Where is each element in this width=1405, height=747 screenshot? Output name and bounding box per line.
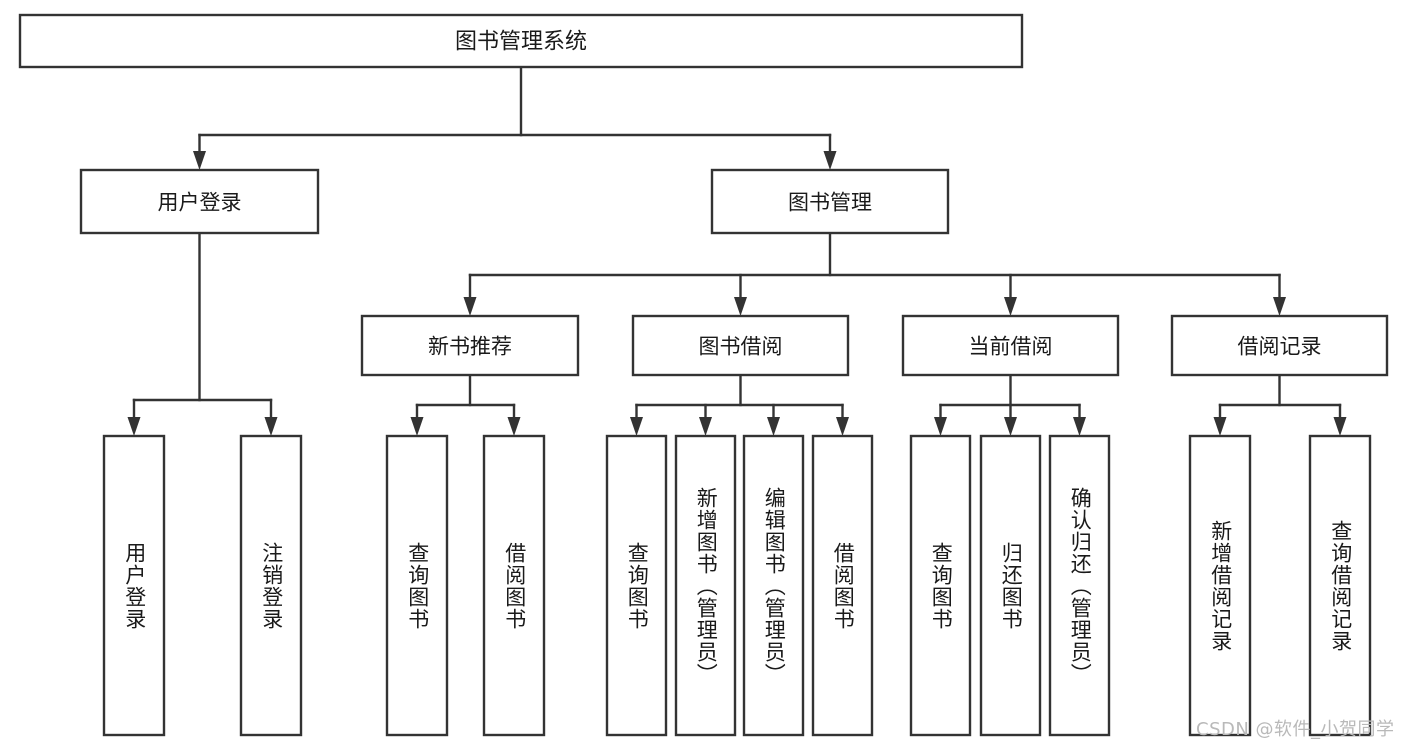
node-label-current_borrow: 当前借阅 <box>969 335 1053 359</box>
node-leaf_query_record[interactable] <box>1308 434 1372 737</box>
node-leaf_confirm_return[interactable] <box>1048 434 1111 737</box>
node-box-user_login[interactable] <box>79 168 320 235</box>
node-label-root: 图书管理系统 <box>455 30 587 55</box>
arrow-head-icon <box>630 417 643 436</box>
connector-group-root <box>193 65 837 170</box>
node-label-borrow_record: 借阅记录 <box>1238 335 1322 359</box>
node-box-book_mgmt[interactable] <box>710 168 950 235</box>
node-leaf_return_book[interactable] <box>979 434 1042 737</box>
connector-group-user_login <box>127 231 278 436</box>
node-leaf_add_record[interactable] <box>1188 434 1252 737</box>
arrow-head-icon <box>264 417 278 436</box>
node-leaf_query_book_1[interactable] <box>385 434 449 737</box>
node-leaf_user_login[interactable] <box>102 434 166 737</box>
node-box-new_book_rec[interactable] <box>360 314 580 377</box>
connector-group-book_mgmt <box>463 231 1286 316</box>
node-box-leaf_borrow_book_2[interactable] <box>811 434 874 737</box>
connector-group-new_book_rec <box>410 373 521 436</box>
arrow-head-icon <box>1213 417 1227 436</box>
watermark: CSDN @软件_小贺同学 <box>1196 719 1395 740</box>
node-box-leaf_return_book[interactable] <box>979 434 1042 737</box>
arrow-head-icon <box>767 417 780 436</box>
node-box-leaf_query_record[interactable] <box>1308 434 1372 737</box>
node-label-book_mgmt: 图书管理 <box>788 191 872 215</box>
node-box-leaf_query_book_2[interactable] <box>605 434 668 737</box>
node-box-leaf_add_book[interactable] <box>674 434 737 737</box>
node-box-leaf_query_book_1[interactable] <box>385 434 449 737</box>
node-user_login[interactable] <box>79 168 320 235</box>
node-leaf_add_book[interactable] <box>674 434 737 737</box>
arrow-head-icon <box>1004 417 1017 436</box>
arrow-head-icon <box>193 151 206 170</box>
arrow-head-icon <box>1333 417 1347 436</box>
node-box-leaf_borrow_book_1[interactable] <box>482 434 546 737</box>
node-book_borrow[interactable] <box>631 314 850 377</box>
arrow-head-icon <box>1073 417 1086 436</box>
node-box-book_borrow[interactable] <box>631 314 850 377</box>
node-leaf_edit_book[interactable] <box>742 434 805 737</box>
node-label-user_login: 用户登录 <box>158 191 242 215</box>
connector-group-current_borrow <box>934 373 1086 436</box>
node-leaf_query_book_3[interactable] <box>909 434 972 737</box>
arrow-head-icon <box>836 417 849 436</box>
connector-group-book_borrow <box>630 373 849 436</box>
node-box-leaf_query_book_3[interactable] <box>909 434 972 737</box>
node-new_book_rec[interactable] <box>360 314 580 377</box>
arrow-head-icon <box>507 417 521 436</box>
arrow-head-icon <box>463 297 477 316</box>
node-leaf_logout[interactable] <box>239 434 303 737</box>
node-box-leaf_user_login[interactable] <box>102 434 166 737</box>
node-leaf_borrow_book_1[interactable] <box>482 434 546 737</box>
node-box-leaf_confirm_return[interactable] <box>1048 434 1111 737</box>
arrow-head-icon <box>410 417 424 436</box>
node-box-leaf_logout[interactable] <box>239 434 303 737</box>
node-label-new_book_rec: 新书推荐 <box>428 335 512 359</box>
node-book_mgmt[interactable] <box>710 168 950 235</box>
node-box-current_borrow[interactable] <box>901 314 1120 377</box>
arrow-head-icon <box>699 417 712 436</box>
node-box-root[interactable] <box>18 13 1024 69</box>
arrow-head-icon <box>823 151 837 170</box>
node-leaf_borrow_book_2[interactable] <box>811 434 874 737</box>
arrow-head-icon <box>934 417 947 436</box>
node-label-book_borrow: 图书借阅 <box>699 335 783 359</box>
node-box-leaf_edit_book[interactable] <box>742 434 805 737</box>
node-root[interactable] <box>18 13 1024 69</box>
connector-group-borrow_record <box>1213 373 1347 436</box>
arrow-head-icon <box>1273 297 1286 316</box>
arrow-head-icon <box>734 297 747 316</box>
node-box-leaf_add_record[interactable] <box>1188 434 1252 737</box>
node-leaf_query_book_2[interactable] <box>605 434 668 737</box>
node-box-borrow_record[interactable] <box>1170 314 1389 377</box>
arrow-head-icon <box>1004 297 1017 316</box>
arrow-head-icon <box>127 417 141 436</box>
node-borrow_record[interactable] <box>1170 314 1389 377</box>
node-current_borrow[interactable] <box>901 314 1120 377</box>
connector-layer <box>127 65 1347 436</box>
